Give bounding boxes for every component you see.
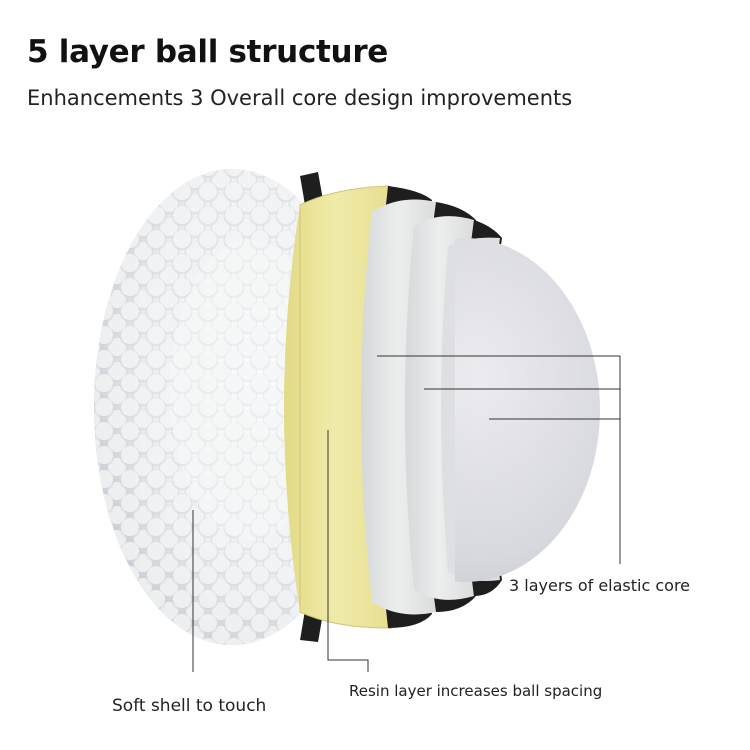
label-resin-layer: Resin layer increases ball spacing — [349, 682, 603, 700]
label-elastic-core: 3 layers of elastic core — [509, 576, 691, 595]
inner-core-layer — [441, 237, 600, 582]
label-soft-shell: Soft shell to touch — [112, 696, 267, 716]
page-subtitle: Enhancements 3 Overall core design impro… — [27, 86, 573, 110]
page-title: 5 layer ball structure — [27, 34, 389, 70]
leader-line-resin — [327, 430, 369, 672]
leader-lines — [192, 355, 621, 672]
